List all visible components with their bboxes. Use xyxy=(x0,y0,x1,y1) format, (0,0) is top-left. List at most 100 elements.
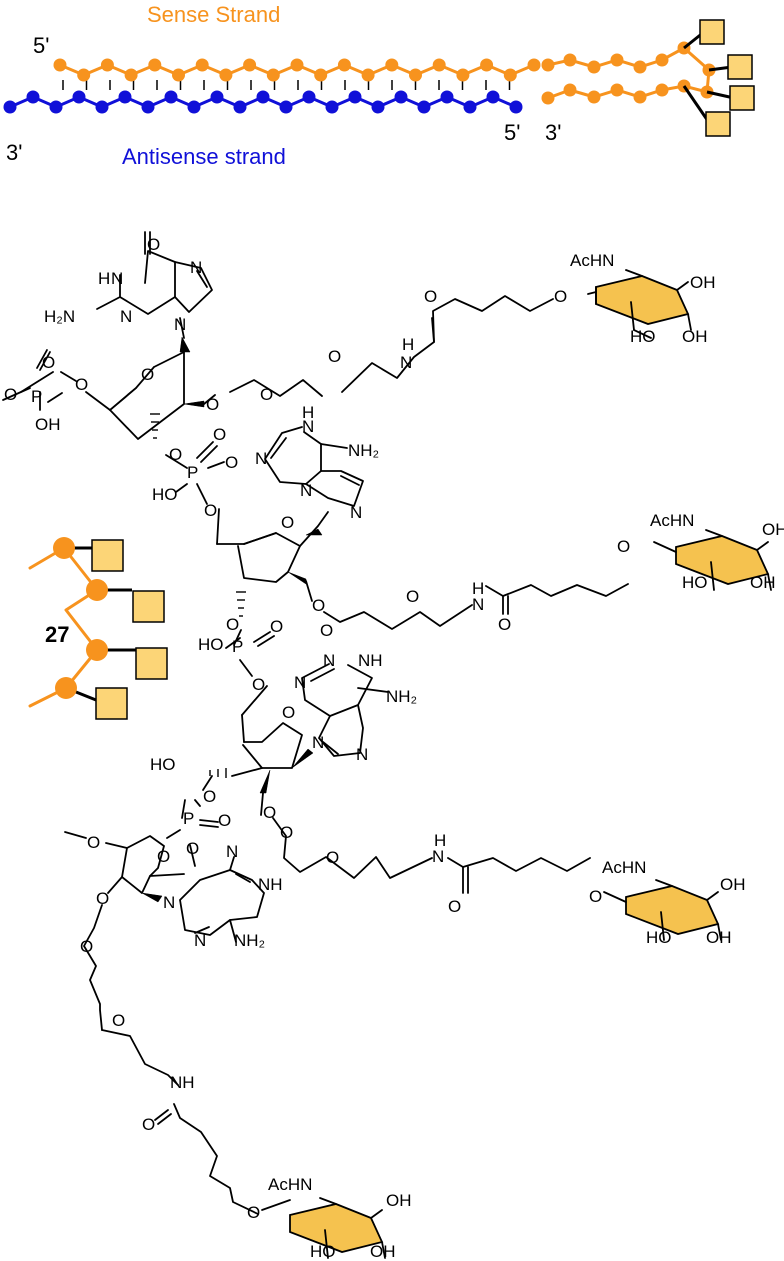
svg-text:P: P xyxy=(183,809,194,828)
phosphate-3 xyxy=(149,775,219,877)
sense-nucleotide-6 xyxy=(172,68,185,82)
svg-text:O: O xyxy=(328,347,341,366)
antisense-nucleotide-1 xyxy=(3,100,17,114)
svg-text:HO: HO xyxy=(682,573,708,592)
sense-overhang-nucleotide-4 xyxy=(610,53,624,67)
svg-text:H₂N: H₂N xyxy=(44,307,75,326)
svg-text:O: O xyxy=(554,287,567,306)
chemical-structure: O H N N H₂N N N O O P O O OH O O O N H O… xyxy=(2,231,784,1261)
sense-overhang-nucleotide-14 xyxy=(587,90,601,104)
antisense-nucleotide-14 xyxy=(302,90,316,104)
svg-text:N: N xyxy=(302,417,314,436)
sense-nucleotide-2 xyxy=(77,68,91,82)
antisense-nucleotide-8 xyxy=(164,90,178,104)
antisense-nucleotide-15 xyxy=(325,100,339,114)
antisense-nucleotide-2 xyxy=(26,90,40,104)
galnac-square-top-3 xyxy=(729,85,755,111)
svg-text:N: N xyxy=(226,842,238,861)
antisense-nucleotide-10 xyxy=(210,90,224,104)
antisense-nucleotide-6 xyxy=(118,90,132,104)
antisense-nucleotide-9 xyxy=(187,100,201,114)
sense-nucleotide-15 xyxy=(385,58,399,72)
svg-text:O: O xyxy=(206,395,219,414)
svg-text:O: O xyxy=(147,235,160,254)
svg-text:O: O xyxy=(112,1011,125,1030)
sense-overhang-nucleotide-2 xyxy=(563,53,577,67)
sense-nucleotide-16 xyxy=(409,68,422,82)
svg-text:O: O xyxy=(213,425,226,444)
sense-nucleotide-7 xyxy=(195,58,209,72)
svg-text:OH: OH xyxy=(762,520,784,539)
galnac-square-3 xyxy=(135,647,168,680)
base-pair-ticks xyxy=(62,80,511,90)
svg-text:H: H xyxy=(434,831,446,850)
galnac-square-top-2 xyxy=(727,54,753,80)
sense-nucleotide-13 xyxy=(337,58,351,72)
svg-text:OH: OH xyxy=(370,1242,396,1261)
sense-overhang-nucleotide-15 xyxy=(563,83,577,97)
svg-text:O: O xyxy=(498,615,511,634)
galnac-cluster-schematic xyxy=(682,19,755,137)
svg-text:P: P xyxy=(232,637,243,656)
sense-nucleotide-12 xyxy=(314,68,328,82)
svg-text:H: H xyxy=(302,403,314,422)
svg-text:O: O xyxy=(320,621,333,640)
compound-number: 27 xyxy=(45,622,69,647)
svg-text:OH: OH xyxy=(386,1191,412,1210)
sense-nucleotide-5 xyxy=(148,58,162,72)
galnac-sugar-1 xyxy=(587,269,692,339)
antisense-nucleotide-18 xyxy=(394,90,408,104)
galnac-square-1 xyxy=(91,539,124,572)
sense-overhang-nucleotide-13 xyxy=(610,83,624,97)
antisense-nucleotide-17 xyxy=(371,100,385,114)
sense-overhang-nucleotide-5 xyxy=(633,60,647,74)
sense-nucleotide-8 xyxy=(219,68,233,82)
antisense-nucleotide-20 xyxy=(440,90,454,104)
svg-text:N: N xyxy=(294,673,306,692)
svg-text:O: O xyxy=(312,596,325,615)
svg-text:N: N xyxy=(194,931,206,950)
sense-nucleotide-3 xyxy=(100,58,114,72)
svg-text:HO: HO xyxy=(646,928,672,947)
svg-text:O: O xyxy=(252,675,265,694)
svg-text:O: O xyxy=(169,445,182,464)
antisense-strand-label: Antisense strand xyxy=(122,144,286,169)
sense-nucleotide-21 xyxy=(527,58,541,72)
svg-text:O: O xyxy=(141,365,154,384)
antisense-nucleotide-16 xyxy=(348,90,362,104)
svg-text:O: O xyxy=(260,385,273,404)
phosphate-1 xyxy=(165,441,225,545)
antisense-nucleotide-4 xyxy=(72,90,86,104)
antisense-nucleotide-11 xyxy=(233,100,247,114)
svg-text:N: N xyxy=(400,353,412,372)
svg-text:N: N xyxy=(312,733,324,752)
svg-text:HO: HO xyxy=(152,485,178,504)
antisense-nucleotide-21 xyxy=(463,100,477,114)
svg-text:OH: OH xyxy=(750,573,776,592)
svg-text:O: O xyxy=(157,847,170,866)
sense-overhang xyxy=(541,41,716,105)
nucleotide-2-adenosine xyxy=(216,426,629,630)
sense-nucleotide-20 xyxy=(503,68,517,82)
antisense-strand xyxy=(3,90,523,114)
svg-text:HO: HO xyxy=(150,755,176,774)
antisense-nucleotide-13 xyxy=(279,100,293,114)
svg-text:O: O xyxy=(282,703,295,722)
galnac-square-top-1 xyxy=(699,19,725,45)
sense-overhang-nucleotide-1 xyxy=(541,58,555,72)
sense-nucleotide-10 xyxy=(266,68,280,82)
svg-text:O: O xyxy=(218,811,231,830)
svg-text:HO: HO xyxy=(630,327,656,346)
svg-text:H: H xyxy=(402,335,414,354)
svg-text:O: O xyxy=(225,453,238,472)
svg-text:H: H xyxy=(98,269,110,288)
svg-text:OH: OH xyxy=(690,273,716,292)
svg-text:O: O xyxy=(326,848,339,867)
svg-text:O: O xyxy=(142,1115,155,1134)
antisense-nucleotide-5 xyxy=(95,100,109,114)
svg-text:O: O xyxy=(186,839,199,858)
galnac-sugar-4 xyxy=(289,1197,386,1259)
svg-text:AcHN: AcHN xyxy=(602,858,646,877)
svg-text:AcHN: AcHN xyxy=(268,1175,312,1194)
svg-text:N: N xyxy=(323,651,335,670)
